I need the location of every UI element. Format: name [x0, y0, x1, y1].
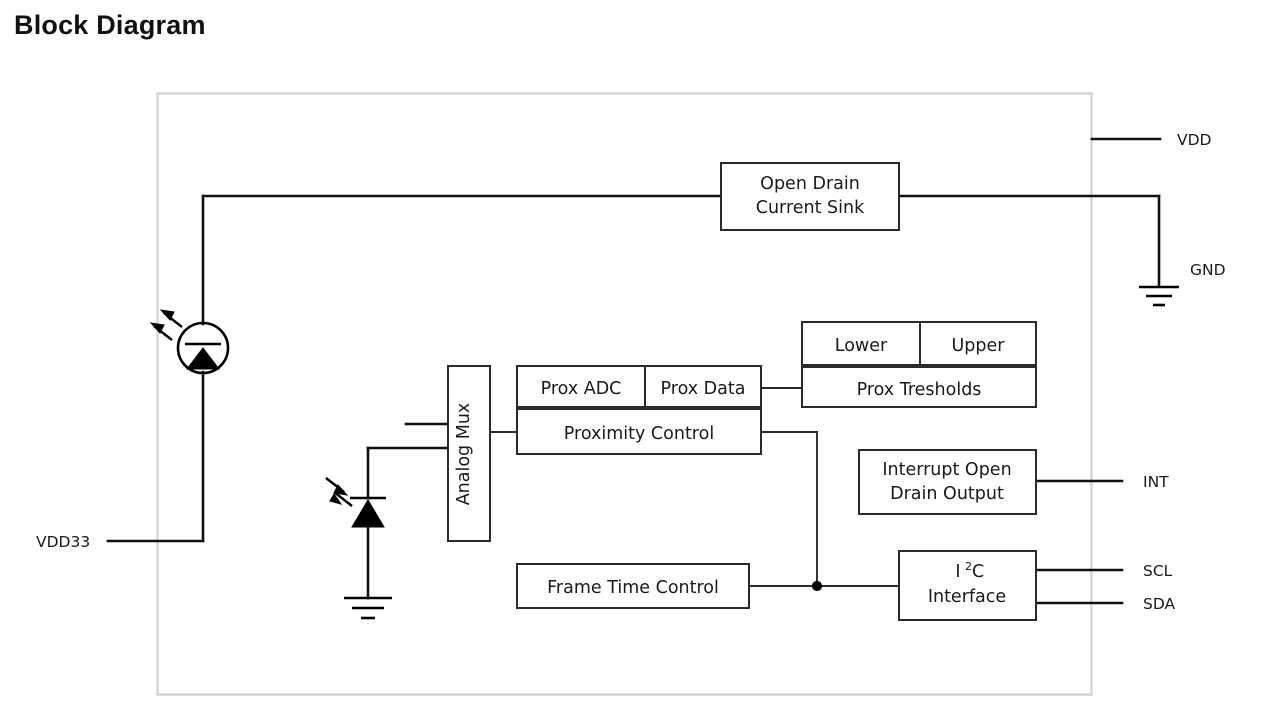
i2c-interface-line1-tail: C — [972, 562, 984, 582]
prox-tresholds-label: Prox Tresholds — [857, 380, 982, 400]
chip-boundary — [156, 92, 1093, 696]
block-prox-adc[interactable]: Prox ADC — [516, 365, 646, 408]
block-open-drain-current-sink[interactable]: Open Drain Current Sink — [720, 162, 900, 231]
photodiode-symbol — [325, 477, 386, 528]
threshold-lower-label: Lower — [835, 336, 888, 356]
pin-label-vdd: VDD — [1177, 131, 1212, 149]
block-threshold-lower[interactable]: Lower — [801, 321, 921, 366]
prox-adc-label: Prox ADC — [541, 379, 622, 399]
ground-symbol-gnd — [1139, 285, 1179, 307]
page-title: Block Diagram — [14, 10, 206, 40]
i2c-interface-line1-base: I — [955, 562, 960, 582]
proximity-control-label: Proximity Control — [564, 424, 714, 444]
block-prox-data[interactable]: Prox Data — [644, 365, 762, 408]
block-proximity-control[interactable]: Proximity Control — [516, 408, 762, 455]
prox-data-label: Prox Data — [661, 379, 746, 399]
block-i2c-interface[interactable]: I 2 C Interface — [898, 550, 1037, 621]
block-interrupt-open-drain-output[interactable]: Interrupt Open Drain Output — [858, 449, 1037, 515]
led-emitter-symbol — [149, 309, 230, 375]
open-drain-current-sink-line2: Current Sink — [756, 198, 865, 218]
block-prox-tresholds[interactable]: Prox Tresholds — [801, 366, 1037, 408]
pin-label-int: INT — [1143, 473, 1169, 491]
pin-label-scl: SCL — [1143, 562, 1173, 580]
analog-mux-label: Analog Mux — [454, 403, 474, 506]
i2c-interface-line1-superscript: 2 — [965, 560, 972, 573]
pin-label-gnd: GND — [1190, 261, 1226, 279]
i2c-interface-line2: Interface — [928, 587, 1006, 607]
wire-junction-dot — [811, 580, 823, 592]
block-threshold-upper[interactable]: Upper — [919, 321, 1037, 366]
interrupt-open-drain-output-line2: Drain Output — [890, 484, 1004, 504]
interrupt-open-drain-output-line1: Interrupt Open — [882, 460, 1011, 480]
ground-symbol-photodiode — [344, 596, 392, 620]
open-drain-current-sink-line1: Open Drain — [760, 174, 860, 194]
block-analog-mux[interactable]: Analog Mux — [447, 365, 491, 542]
pin-label-vdd33: VDD33 — [36, 533, 90, 551]
frame-time-control-label: Frame Time Control — [547, 578, 719, 598]
pin-label-sda: SDA — [1143, 595, 1176, 613]
led-emission-arrows — [149, 309, 183, 341]
photodiode-incidence-arrows — [325, 477, 353, 507]
threshold-upper-label: Upper — [952, 336, 1006, 356]
block-frame-time-control[interactable]: Frame Time Control — [516, 563, 750, 609]
